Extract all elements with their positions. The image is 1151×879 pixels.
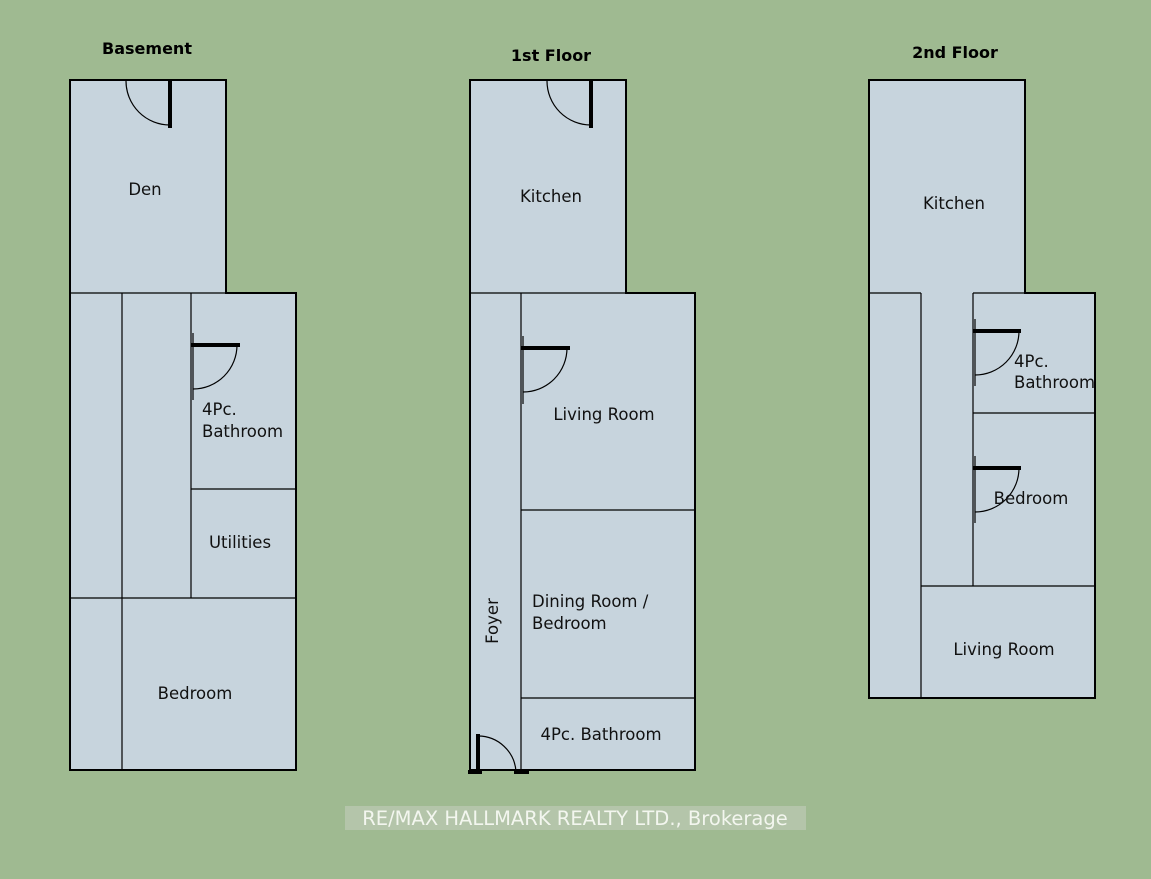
first-floor-rear-door-icon: [546, 79, 593, 128]
second-floor-kitchen-label: Kitchen: [923, 194, 985, 213]
basement-den-label: Den: [128, 180, 161, 199]
first-floor-title: 1st Floor: [511, 46, 591, 65]
basement-bedroom-label: Bedroom: [158, 684, 233, 703]
basement-outer-wall: [69, 79, 297, 771]
first-floor-living-room-label: Living Room: [553, 405, 654, 424]
brokerage-watermark-text: RE/MAX HALLMARK REALTY LTD., Brokerage: [362, 807, 788, 830]
second-floor-title: 2nd Floor: [912, 43, 998, 62]
second-floor-area: [869, 80, 1095, 698]
brokerage-watermark: RE/MAX HALLMARK REALTY LTD., Brokerage: [345, 806, 806, 830]
basement-floor-plan: Basement Den 4Pc. Bathroom Utilities Bed…: [69, 39, 297, 771]
second-floor-outer-wall: [868, 79, 1096, 699]
second-floor-partitions: [869, 292, 1095, 698]
first-floor-dining-label-line2: Bedroom: [532, 614, 607, 633]
first-floor-plan: 1st Floor Kitchen Living Room Dining Roo…: [468, 46, 696, 774]
first-floor-kitchen-label: Kitchen: [520, 187, 582, 206]
basement-bathroom-label-line1: 4Pc.: [202, 400, 237, 419]
basement-bathroom-door-icon: [191, 333, 240, 400]
second-floor-bathroom-label-line2: Bathroom: [1014, 373, 1095, 392]
second-floor-bathroom-door-icon: [973, 319, 1021, 386]
basement-entry-door-icon: [125, 79, 172, 128]
second-floor-plan: 2nd Floor Kitchen 4Pc. Bathroom Bedroom …: [868, 43, 1096, 699]
first-floor-living-door-icon: [521, 336, 570, 404]
basement-utilities-label: Utilities: [209, 533, 271, 552]
second-floor-living-room-label: Living Room: [953, 640, 1054, 659]
first-floor-partitions: [470, 292, 695, 770]
second-floor-bedroom-door-icon: [973, 456, 1021, 523]
second-floor-bathroom-label-line1: 4Pc.: [1014, 352, 1049, 371]
first-floor-foyer-label: Foyer: [483, 598, 502, 644]
first-floor-front-door-icon: [468, 734, 529, 774]
first-floor-dining-label-line1: Dining Room /: [532, 592, 649, 611]
first-floor-area: [470, 80, 695, 770]
second-floor-bedroom-label: Bedroom: [994, 489, 1069, 508]
basement-bathroom-label-line2: Bathroom: [202, 422, 283, 441]
basement-title: Basement: [102, 39, 192, 58]
first-floor-bathroom-label: 4Pc. Bathroom: [540, 725, 661, 744]
